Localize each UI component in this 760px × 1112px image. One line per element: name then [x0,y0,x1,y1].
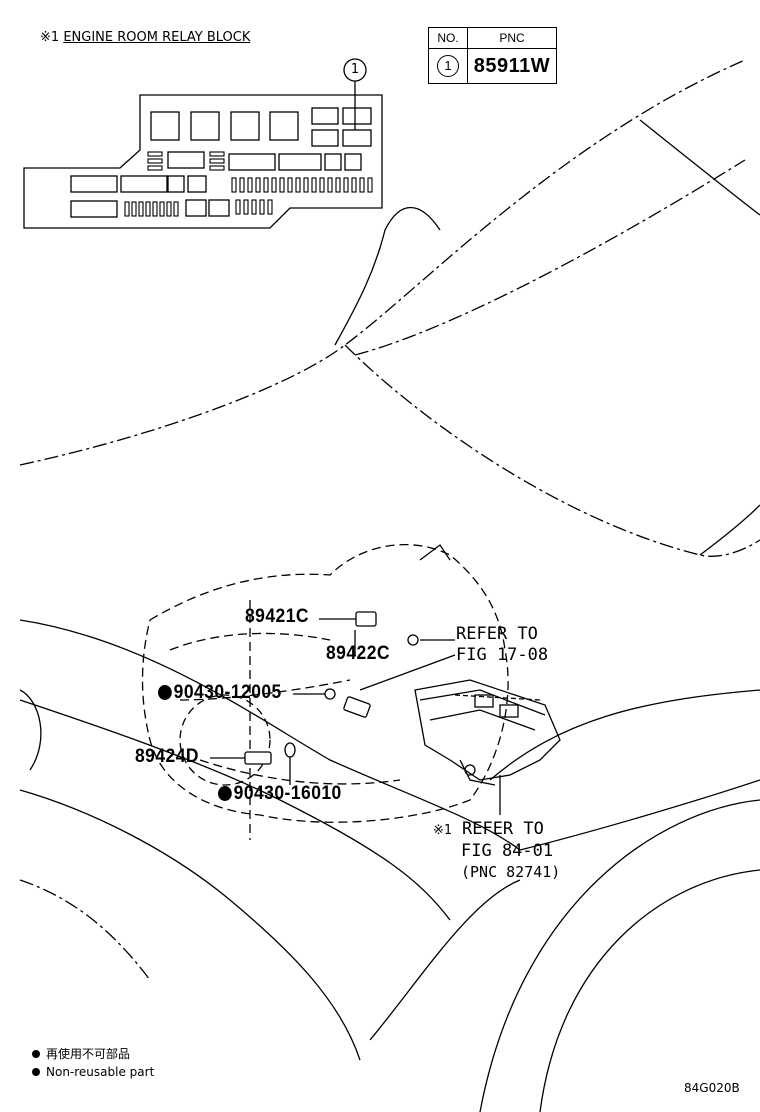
refer-marker: ※1 [433,823,452,838]
part-label-89424d: 89424D [135,746,199,767]
legend: 再使用不可部品 Non-reusable part [32,1045,154,1081]
refer-fig-84-01: ※1 REFER TO FIG 84-01 (PNC 82741) [433,819,560,883]
part-label-90430-12005: 90430-12005 [158,682,282,704]
pnc-row-no: 1 [437,55,459,77]
non-reusable-dot [158,685,172,700]
inset-title-text: ENGINE ROOM RELAY BLOCK [63,30,251,45]
inset-title-marker: ※1 [40,30,60,45]
part-label-89422c: 89422C [326,643,390,664]
pnc-table-header-pnc: PNC [467,27,557,49]
legend-en: Non-reusable part [46,1065,155,1079]
fuse-slots [124,151,373,217]
refer-fig-17-08: REFER TO FIG 17-08 [456,624,548,666]
legend-dot [32,1050,40,1058]
non-reusable-dot [218,786,232,801]
refer-line: FIG 17-08 [456,645,549,665]
part-label-89421c: 89421C [245,606,309,627]
part-label-90430-16010: 90430-16010 [218,783,342,805]
refer-line: REFER TO [461,819,544,839]
figure-code: 84G020B [684,1081,740,1095]
part-number: 90430-12005 [173,682,282,703]
refer-line: (PNC 82741) [461,863,561,881]
refer-line: REFER TO [456,624,538,644]
pnc-table: NO. PNC 1 85911W [428,27,557,84]
pnc-table-row: 1 85911W [428,48,557,84]
part-number: 90430-16010 [233,783,342,804]
legend-dot [32,1068,40,1076]
pnc-row-value: 85911W [473,54,551,77]
pnc-table-header-no: NO. [428,27,468,49]
refer-line: FIG 84-01 [461,841,554,861]
inset-callout-number: 1 [350,62,360,77]
legend-jp: 再使用不可部品 [46,1047,131,1061]
inset-title: ※1 ENGINE ROOM RELAY BLOCK [40,30,250,45]
